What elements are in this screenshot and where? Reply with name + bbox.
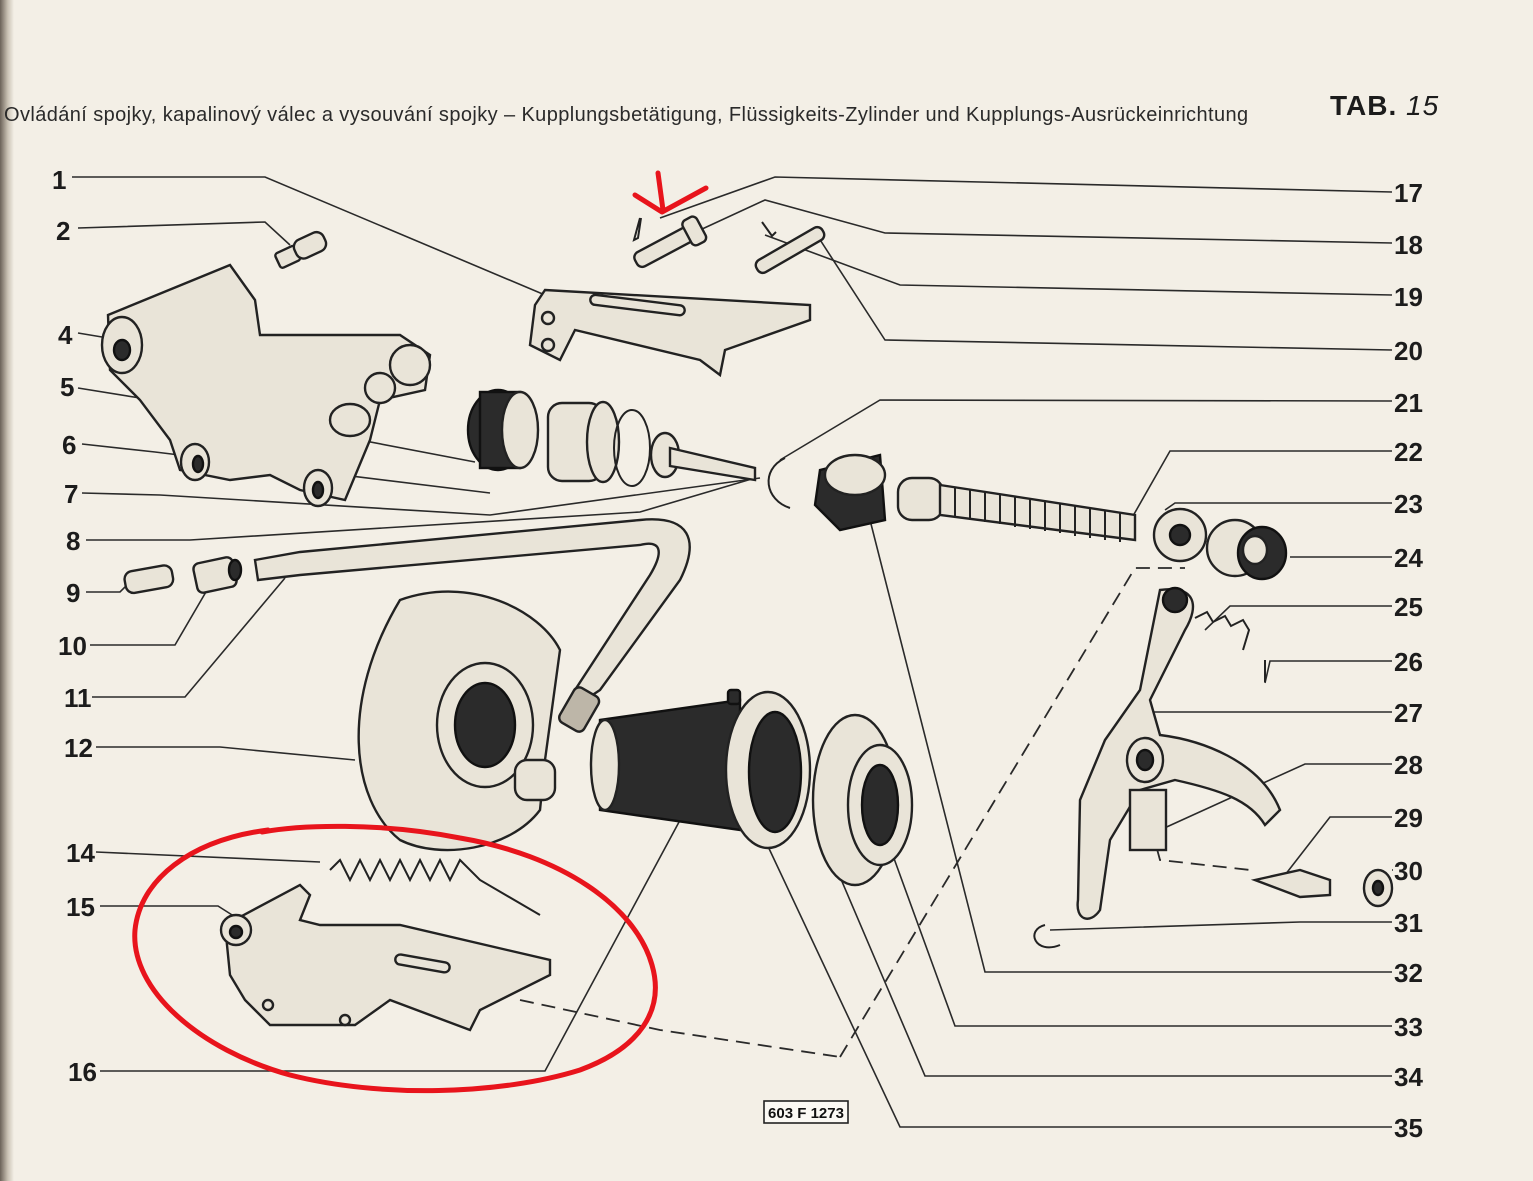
callout-18: 18 — [1394, 230, 1423, 260]
callout-9: 9 — [66, 578, 80, 608]
clevis-pin-18 — [633, 215, 708, 269]
pins-group — [632, 215, 826, 275]
callout-35: 35 — [1394, 1113, 1423, 1143]
alt-bracket-14-16 — [219, 857, 552, 1032]
callout-1: 1 — [52, 165, 66, 195]
callout-numbers-right: 17 18 19 20 21 22 23 24 25 26 27 28 29 3… — [1394, 178, 1423, 1143]
callout-34: 34 — [1394, 1062, 1423, 1092]
callout-10: 10 — [58, 631, 87, 661]
tab-number: 15 — [1406, 90, 1440, 121]
page-binding-edge — [0, 0, 14, 1181]
callout-28: 28 — [1394, 750, 1423, 780]
callout-2: 2 — [56, 216, 70, 246]
callout-33: 33 — [1394, 1012, 1423, 1042]
callout-30: 30 — [1394, 856, 1423, 886]
drawing-code: 603 F 1273 — [768, 1105, 844, 1122]
red-arrow-mark — [632, 170, 709, 215]
callout-27: 27 — [1394, 698, 1423, 728]
callout-17: 17 — [1394, 178, 1423, 208]
callout-14: 14 — [66, 838, 95, 868]
table-number: TAB. 15 — [1330, 90, 1439, 122]
drawing-code-box: 603 F 1273 — [763, 1100, 849, 1124]
callout-12: 12 — [64, 733, 93, 763]
callout-21: 21 — [1394, 388, 1423, 418]
cylinder-housing-4-5 — [100, 263, 432, 508]
pedal-bracket-1 — [528, 288, 812, 378]
callout-25: 25 — [1394, 592, 1423, 622]
callout-20: 20 — [1394, 336, 1423, 366]
callout-11: 11 — [64, 683, 92, 713]
hose-9-10-11 — [123, 518, 691, 733]
clutch-housing-12 — [357, 590, 562, 852]
callout-15: 15 — [66, 892, 95, 922]
cotter-pin-19 — [761, 221, 777, 238]
callout-22: 22 — [1394, 437, 1423, 467]
callout-31: 31 — [1394, 908, 1423, 938]
bleed-nipple-2 — [274, 230, 328, 269]
callout-8: 8 — [66, 526, 80, 556]
piston-seals-6-7-8 — [466, 388, 757, 487]
callout-5: 5 — [60, 372, 74, 402]
callout-16: 16 — [68, 1057, 97, 1087]
pin-20 — [754, 225, 826, 275]
callout-24: 24 — [1394, 543, 1423, 573]
cotter-pin-17 — [632, 217, 642, 242]
callout-26: 26 — [1394, 647, 1423, 677]
leader-lines — [72, 176, 1393, 1128]
callout-7: 7 — [64, 479, 78, 509]
callout-29: 29 — [1394, 803, 1423, 833]
callout-19: 19 — [1394, 282, 1423, 312]
callout-4: 4 — [58, 320, 73, 350]
release-bearing-32-35 — [589, 688, 914, 887]
red-circle-mark — [132, 823, 658, 1094]
callout-6: 6 — [62, 430, 76, 460]
red-annotations — [132, 170, 709, 1094]
callout-23: 23 — [1394, 489, 1423, 519]
callout-numbers-left: 1 2 4 5 6 7 8 9 10 11 12 14 15 16 — [52, 165, 97, 1087]
release-fork-25-31 — [1033, 586, 1394, 949]
tab-word: TAB. — [1330, 90, 1398, 121]
callout-32: 32 — [1394, 958, 1423, 988]
boot-rod-21-24 — [767, 453, 1288, 581]
page-title: Ovládání spojky, kapalinový válec a vyso… — [4, 104, 1249, 126]
